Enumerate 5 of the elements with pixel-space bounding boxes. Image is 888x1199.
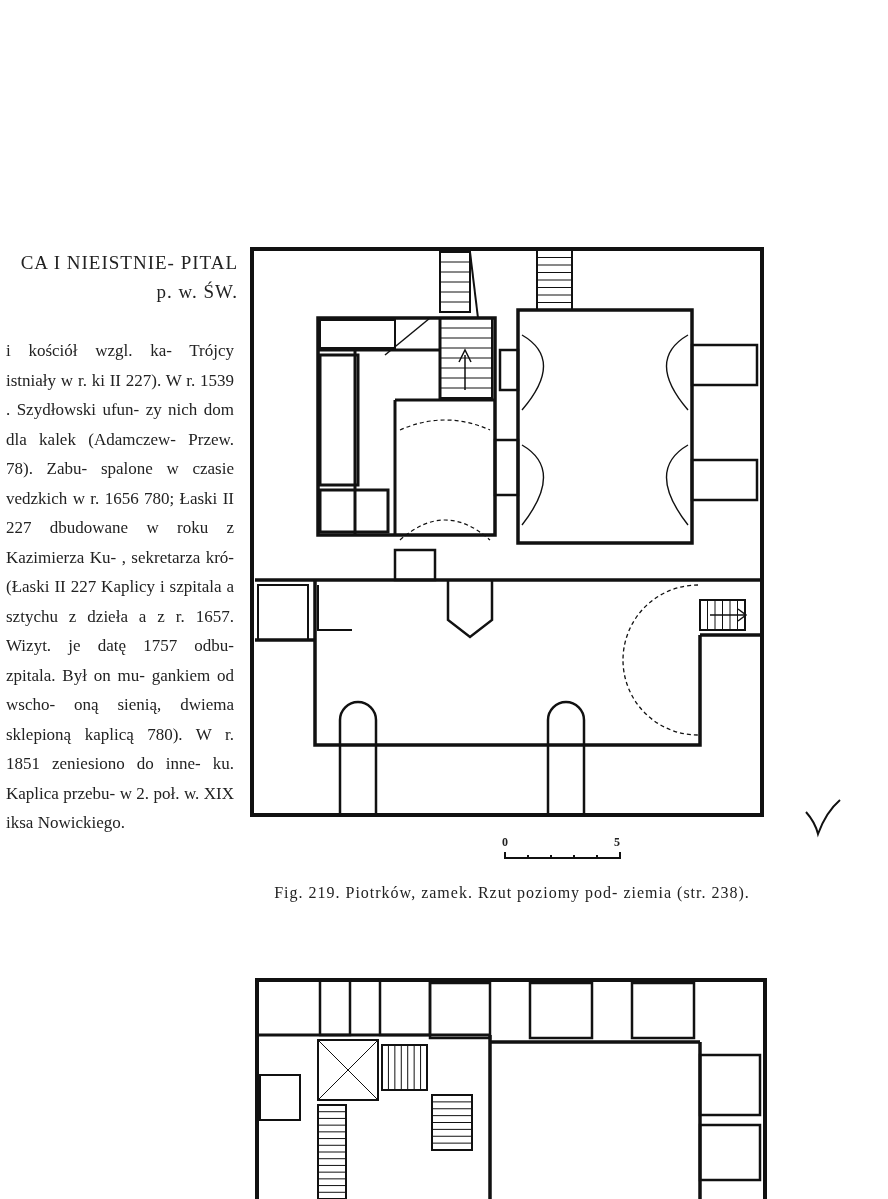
section-heading: CA I NIEISTNIE- PITAL p. w. ŚW. [19, 251, 238, 304]
scale-label: 5 [614, 835, 620, 850]
figure-caption: Fig. 219. Piotrków, zamek. Rzut poziomy pod- ziemia (str. 238). [273, 883, 751, 904]
scale-label: 0 [502, 835, 508, 850]
body-text: i kościół wzgl. ka- Trójcy istniały w r. ki II 227). W r. 1539 . Szydłowski ufun- zy nich dom dla kalek (Adamczew- Przew. 78). Zabu- spalone w czasie vedzkich w r. 1656 780; Łaski II 227 dbudowane w roku z Kazimierza Ku- , sekretarza kró- (Łaski II 227 Kaplicy i szpitala a sztychu z dzieła a z r. 1657. Wizyt. je datę 1757 odbu- zpitala. Był on mu- gankiem od wscho- oną sienią, dwiema sklepioną kaplicą 780). W r. 1851 zeniesiono do inne- ku. Kaplica przebu- w 2. poł. w. XIX iksa Nowickiego. [6, 340, 234, 834]
